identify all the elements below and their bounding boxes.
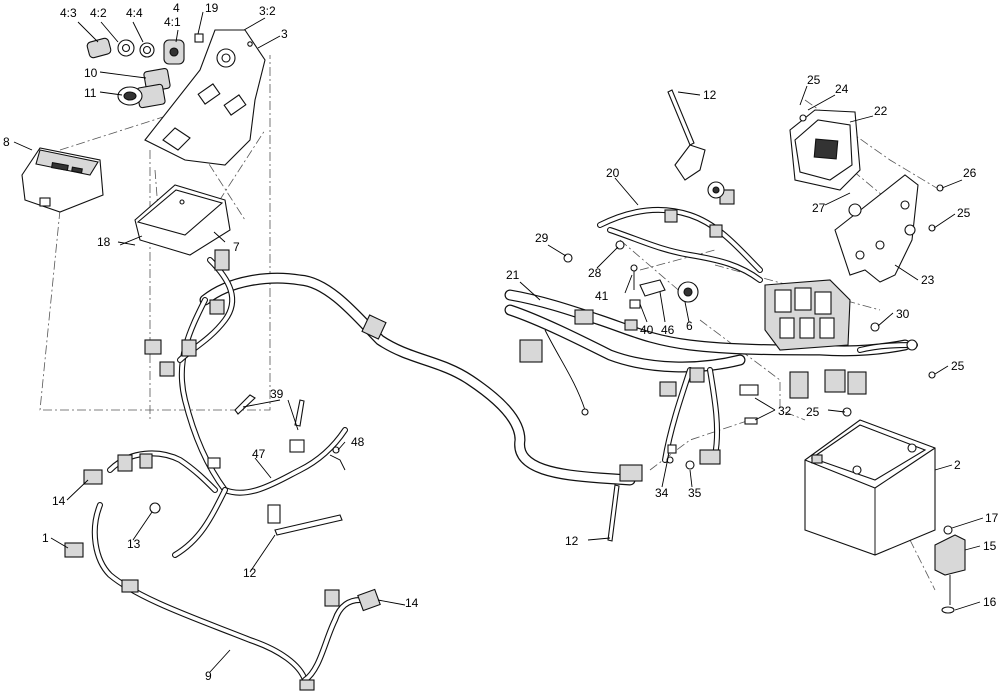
callout-48: 48 xyxy=(351,435,365,449)
callout-25-c: 25 xyxy=(951,359,965,373)
callout-3-2: 3:2 xyxy=(259,4,276,18)
callout-15: 15 xyxy=(983,539,997,553)
callout-21: 21 xyxy=(506,268,520,282)
callout-25-d: 25 xyxy=(806,405,820,419)
left-harness xyxy=(64,249,636,691)
leader-lines xyxy=(13,11,984,673)
callout-26: 26 xyxy=(963,166,977,180)
right-harness xyxy=(504,89,918,542)
callout-11: 11 xyxy=(84,86,97,100)
callout-12-bottom-right: 12 xyxy=(565,534,579,548)
callout-8: 8 xyxy=(3,135,10,149)
callout-16: 16 xyxy=(983,595,997,609)
callout-18: 18 xyxy=(97,235,111,249)
callout-4-4: 4:4 xyxy=(126,6,143,20)
callout-23: 23 xyxy=(921,273,935,287)
callout-7: 7 xyxy=(233,240,240,254)
callout-4: 4 xyxy=(173,1,180,15)
callout-20: 20 xyxy=(606,166,620,180)
callout-41: 41 xyxy=(595,289,609,303)
callout-4-2: 4:2 xyxy=(90,6,107,20)
callout-4-1: 4:1 xyxy=(164,15,181,29)
callout-labels: 4:3 4:2 4:4 4 4:1 19 3:2 3 10 11 8 18 7 … xyxy=(3,1,999,683)
callout-32: 32 xyxy=(778,404,792,418)
module-bracket xyxy=(834,174,944,379)
callout-14-a: 14 xyxy=(52,494,66,508)
callout-4-3: 4:3 xyxy=(60,6,77,20)
callout-28: 28 xyxy=(588,266,602,280)
callout-46: 46 xyxy=(661,323,675,337)
battery-hold-down xyxy=(666,407,966,614)
engine-control-module xyxy=(789,109,861,191)
callout-25-b: 25 xyxy=(957,206,971,220)
callout-22: 22 xyxy=(874,104,888,118)
callout-14-b: 14 xyxy=(405,596,419,610)
callout-1: 1 xyxy=(42,531,49,545)
callout-12-bottom-left: 12 xyxy=(243,566,257,580)
callout-3: 3 xyxy=(281,27,288,41)
ignition-switch-group xyxy=(86,33,204,65)
callout-24: 24 xyxy=(835,82,849,96)
callout-25-a: 25 xyxy=(807,73,821,87)
display-module xyxy=(21,147,104,213)
panel-bracket xyxy=(144,29,266,166)
callout-39: 39 xyxy=(270,387,284,401)
callout-12-top: 12 xyxy=(703,88,717,102)
controller-module xyxy=(119,184,231,256)
callout-29: 29 xyxy=(535,231,549,245)
battery xyxy=(804,419,936,556)
callout-13: 13 xyxy=(127,537,141,551)
callout-40: 40 xyxy=(640,323,654,337)
callout-30: 30 xyxy=(896,307,910,321)
callout-47: 47 xyxy=(252,447,266,461)
callout-17: 17 xyxy=(985,511,999,525)
callout-35: 35 xyxy=(688,486,702,500)
callout-19: 19 xyxy=(205,1,219,15)
callout-27: 27 xyxy=(812,201,826,215)
callout-6: 6 xyxy=(686,319,693,333)
callout-10: 10 xyxy=(84,66,98,80)
callout-34: 34 xyxy=(655,486,669,500)
callout-2: 2 xyxy=(954,458,961,472)
rocker-switches xyxy=(117,67,171,109)
callout-9: 9 xyxy=(205,669,212,683)
